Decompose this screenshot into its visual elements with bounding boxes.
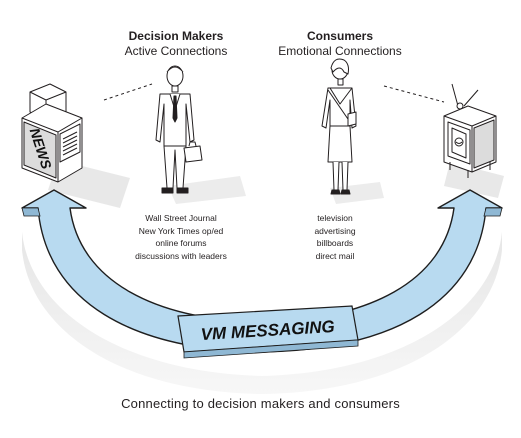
arrow-right-bevel [483,207,503,217]
connector-left [103,83,153,101]
channel-item: advertising [314,225,356,236]
channel-item: Wall Street Journal [145,213,217,223]
arrow-left-bevel [21,207,41,217]
vm-messaging-banner: VM MESSAGING [177,305,359,359]
channel-item: discussions with leaders [135,250,227,261]
consumers-title: Consumers [306,29,374,43]
figure-caption: Connecting to decision makers and consum… [121,396,400,411]
channel-item: New York Times op/ed [138,225,224,236]
consumers-channels: television advertising billboards direct… [300,212,370,262]
channel-item: direct mail [315,250,355,261]
connector-right [383,85,445,103]
decision-makers-subtitle: Active Connections [124,44,228,58]
channel-item: television [317,213,353,223]
decision-makers-title: Decision Makers [128,29,224,43]
messaging-arrow [21,189,503,353]
decision-makers-channels: Wall Street Journal New York Times op/ed… [126,212,236,262]
consumers-subtitle: Emotional Connections [278,44,402,58]
businessman-figure [155,65,203,194]
tv-illustration [443,83,497,178]
tv-shadow [444,162,504,198]
woman-figure [321,58,357,195]
news-box-illustration: NEWS [21,83,83,183]
channel-item: online forums [155,238,207,248]
businessman-shadow [168,176,246,204]
channel-item: billboards [316,238,354,248]
